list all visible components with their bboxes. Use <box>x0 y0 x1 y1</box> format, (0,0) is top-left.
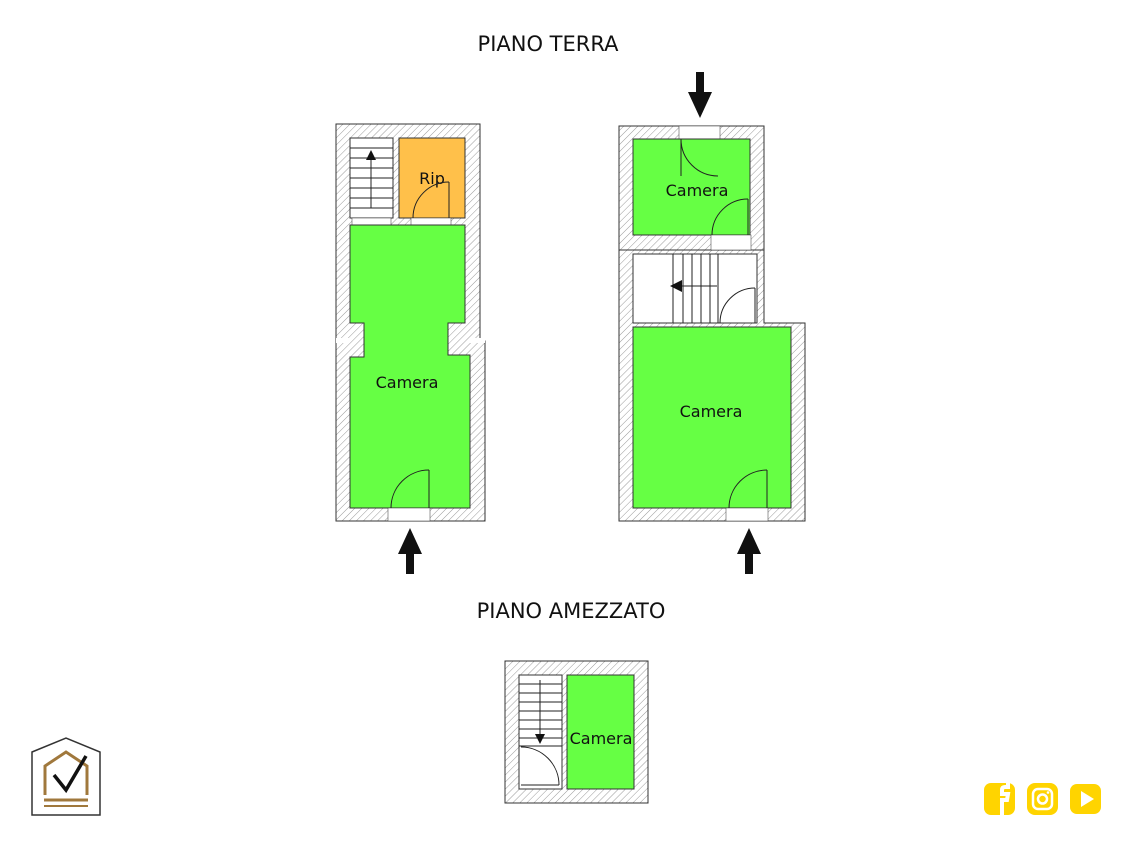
right-bottom-entry-arrow-icon <box>737 528 761 574</box>
mezzanine-title: PIANO AMEZZATO <box>477 599 666 623</box>
right-unit: Camera Camera <box>618 72 806 574</box>
left-stair-arrow-icon <box>366 150 376 160</box>
mezzanine-room <box>566 674 635 790</box>
left-room-label: Camera <box>376 373 439 392</box>
mezzanine-unit: Camera <box>504 660 649 804</box>
mezzanine-stair-arrow-icon <box>535 734 545 744</box>
right-top-room <box>632 138 751 236</box>
right-stair-arrow-icon <box>670 280 682 292</box>
right-stair-hall <box>632 253 758 324</box>
instagram-icon[interactable] <box>1027 783 1058 815</box>
right-top-entry-arrow-icon <box>688 72 712 118</box>
right-stair-treads <box>672 254 719 323</box>
ground-floor-title: PIANO TERRA <box>478 32 620 56</box>
right-top-room-label: Camera <box>666 181 729 200</box>
left-entry-opening <box>387 507 431 522</box>
left-room <box>349 224 471 509</box>
house-check-icon <box>31 737 101 816</box>
youtube-icon[interactable] <box>1070 784 1101 814</box>
mezzanine-room-label: Camera <box>570 729 633 748</box>
right-bottom-room <box>632 326 792 509</box>
right-bottom-room-label: Camera <box>680 402 743 421</box>
left-entry-arrow-icon <box>398 528 422 574</box>
left-unit: Rip Camera <box>335 123 486 574</box>
left-storage-label: Rip <box>419 169 445 188</box>
facebook-icon[interactable] <box>984 782 1015 815</box>
